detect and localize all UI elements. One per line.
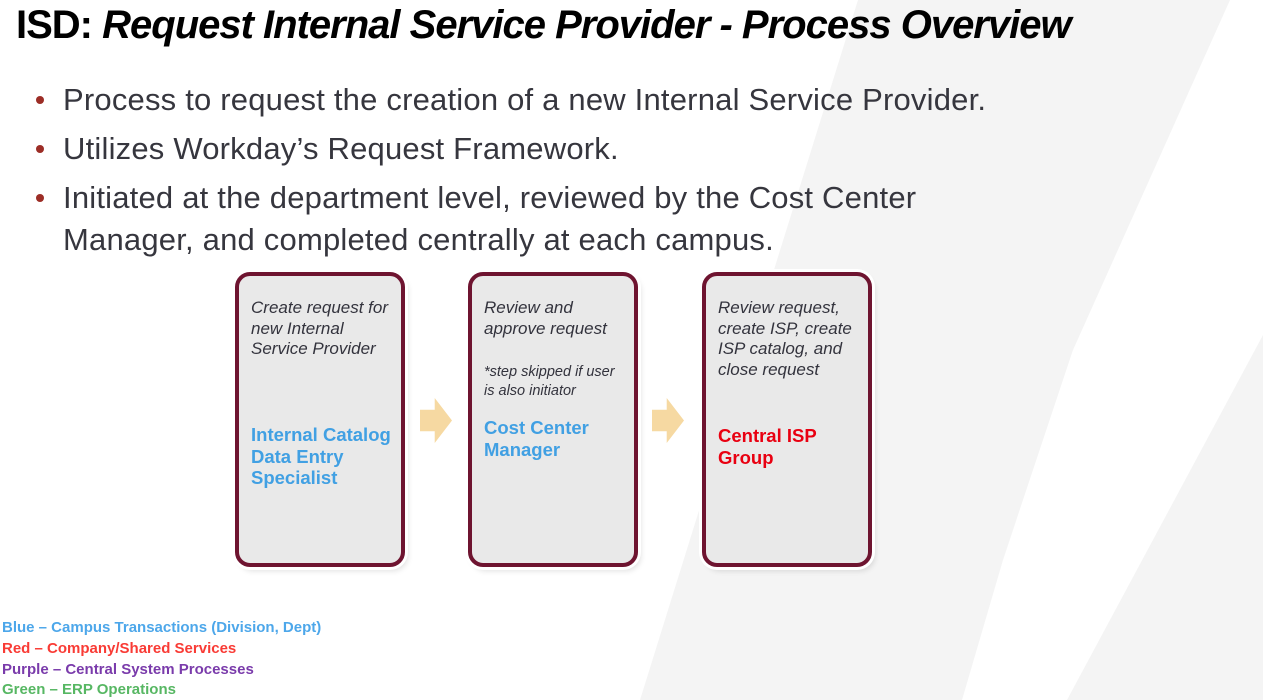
bullet-item-1: Process to request the creation of a new…: [36, 79, 1216, 121]
title-prefix: ISD:: [16, 3, 103, 47]
step-role: Central ISP Group: [718, 425, 817, 468]
process-step-review-approve: Review and approve request *step skipped…: [468, 272, 638, 567]
step-role: Internal Catalog Data Entry Specialist: [251, 424, 391, 488]
legend-item-purple: Purple – Central System Processes: [2, 660, 254, 678]
process-step-central-isp: Review request, create ISP, create ISP c…: [702, 272, 872, 567]
page-title: ISD: Request Internal Service Provider -…: [16, 0, 1072, 50]
process-step-create-request: Create request for new Internal Service …: [235, 272, 405, 567]
legend-item-green: Green – ERP Operations: [2, 681, 176, 699]
bullet-item-3: Initiated at the department level, revie…: [36, 177, 1216, 261]
color-legend: Blue – Campus Transactions (Division, De…: [2, 618, 321, 700]
bullet-list: Process to request the creation of a new…: [36, 79, 1216, 268]
step-role: Cost Center Manager: [484, 417, 589, 460]
step-note: *step skipped if user is also initiator: [484, 364, 615, 399]
legend-item-red: Red – Company/Shared Services: [2, 639, 237, 657]
step-description: Create request for new Internal Service …: [251, 298, 389, 358]
step-description: Review and approve request: [484, 298, 607, 338]
title-main: Request Internal Service Provider - Proc…: [102, 3, 1071, 47]
step-description: Review request, create ISP, create ISP c…: [718, 298, 852, 379]
bullet-item-2: Utilizes Workday’s Request Framework.: [36, 128, 1216, 170]
watermark-corner-icon: [1067, 335, 1263, 700]
legend-item-blue: Blue – Campus Transactions (Division, De…: [2, 619, 322, 636]
